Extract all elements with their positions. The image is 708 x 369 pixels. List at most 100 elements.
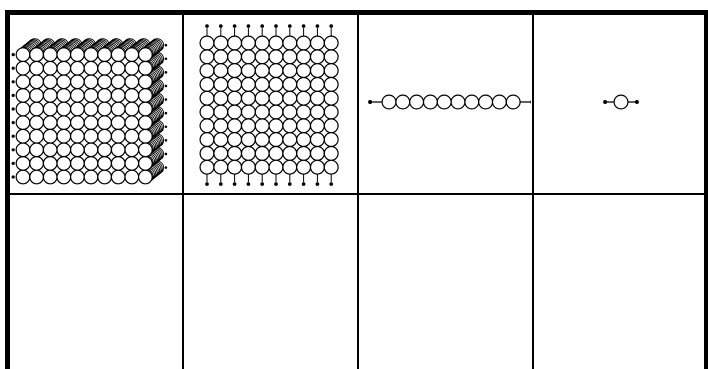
bead (255, 133, 269, 147)
bead (269, 64, 283, 78)
bead (297, 147, 311, 161)
bead (297, 64, 311, 78)
bead (98, 102, 112, 116)
bead (451, 95, 465, 109)
wire-end-bottom (205, 182, 209, 186)
bead (139, 129, 153, 143)
bead (324, 147, 338, 161)
wire-end (157, 173, 160, 176)
bead (200, 105, 214, 119)
bead (71, 48, 85, 62)
wire-end (153, 135, 156, 138)
bead (242, 160, 256, 174)
bead (57, 89, 71, 103)
bead (111, 129, 125, 143)
wire-end (165, 57, 168, 60)
bead (98, 116, 112, 130)
bead (200, 50, 214, 64)
wire-end-right (635, 100, 639, 104)
bead (43, 129, 57, 143)
bead (324, 119, 338, 133)
bead (255, 160, 269, 174)
bead (139, 48, 153, 62)
bead (111, 61, 125, 75)
wire-end (165, 153, 168, 156)
wire-end (153, 81, 156, 84)
bead (43, 102, 57, 116)
bead (283, 91, 297, 105)
wire-end-top (302, 24, 306, 28)
wire-end (157, 118, 160, 121)
bead (71, 61, 85, 75)
bead (214, 105, 228, 119)
wire-end (12, 67, 15, 70)
bead (242, 36, 256, 50)
bead (283, 147, 297, 161)
bead (200, 91, 214, 105)
wire-end (165, 125, 168, 128)
bead (57, 116, 71, 130)
bead (125, 157, 139, 171)
wire-end (157, 132, 160, 135)
bead (84, 61, 98, 75)
bead (228, 160, 242, 174)
wire-end (161, 88, 164, 91)
bead (16, 48, 30, 62)
bead (297, 78, 311, 92)
bead (242, 105, 256, 119)
bead (214, 160, 228, 174)
bead (283, 64, 297, 78)
bead (71, 170, 85, 184)
bead (16, 61, 30, 75)
wire-end (153, 94, 156, 97)
bead (30, 116, 44, 130)
bead (71, 116, 85, 130)
bead (125, 89, 139, 103)
wire-end (157, 159, 160, 162)
bead (84, 157, 98, 171)
bead (98, 75, 112, 89)
wire-end (165, 98, 168, 101)
bead (324, 160, 338, 174)
wire-end (165, 71, 168, 74)
wire-end-bottom (260, 182, 264, 186)
cell-ten-bar (359, 15, 531, 193)
bead (437, 95, 451, 109)
wire-end (12, 135, 15, 138)
wire-end (12, 162, 15, 165)
bead (324, 64, 338, 78)
bead (228, 36, 242, 50)
wire-end (153, 176, 156, 179)
wire-end-bottom (329, 182, 333, 186)
bead (214, 119, 228, 133)
bead (98, 89, 112, 103)
bead (396, 95, 410, 109)
bead (30, 48, 44, 62)
bead (255, 91, 269, 105)
bead (269, 133, 283, 147)
wire-end (12, 121, 15, 124)
wire-end-left (603, 100, 607, 104)
bead (283, 160, 297, 174)
wire-end-bottom (316, 182, 320, 186)
bead (43, 89, 57, 103)
wire-end (12, 148, 15, 151)
cell-hundred-square (184, 15, 356, 193)
bead (16, 170, 30, 184)
bead (200, 78, 214, 92)
bead (283, 133, 297, 147)
bead (125, 116, 139, 130)
bead (111, 89, 125, 103)
bead (139, 157, 153, 171)
bead (111, 143, 125, 157)
bead (84, 116, 98, 130)
wire-end (12, 53, 15, 56)
bead (242, 50, 256, 64)
bead (125, 129, 139, 143)
wire-end (153, 121, 156, 124)
wire-end (161, 115, 164, 118)
bead (297, 50, 311, 64)
bead (111, 48, 125, 62)
bead (111, 170, 125, 184)
